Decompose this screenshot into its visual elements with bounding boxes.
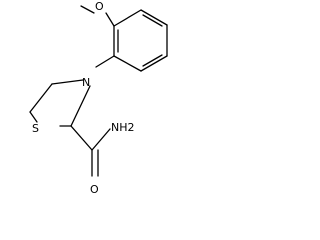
carboxamide-group (70, 125, 111, 177)
ring-nitrogen-label: N (82, 76, 90, 89)
carbonyl-oxygen-label: O (90, 183, 99, 196)
thiazolidine-ring (29, 79, 91, 127)
ring-sulfur-label: S (32, 122, 39, 135)
benzene-ring (113, 9, 168, 72)
methyl-group (80, 5, 95, 14)
amine-nh2-label: NH2 (111, 121, 135, 134)
methoxy-oxygen-label: O (95, 0, 104, 13)
methoxy-bond (105, 12, 115, 27)
aryl-nitrogen-bond (95, 55, 115, 68)
molecule-structure: O N S O NH2 (29, 0, 168, 196)
